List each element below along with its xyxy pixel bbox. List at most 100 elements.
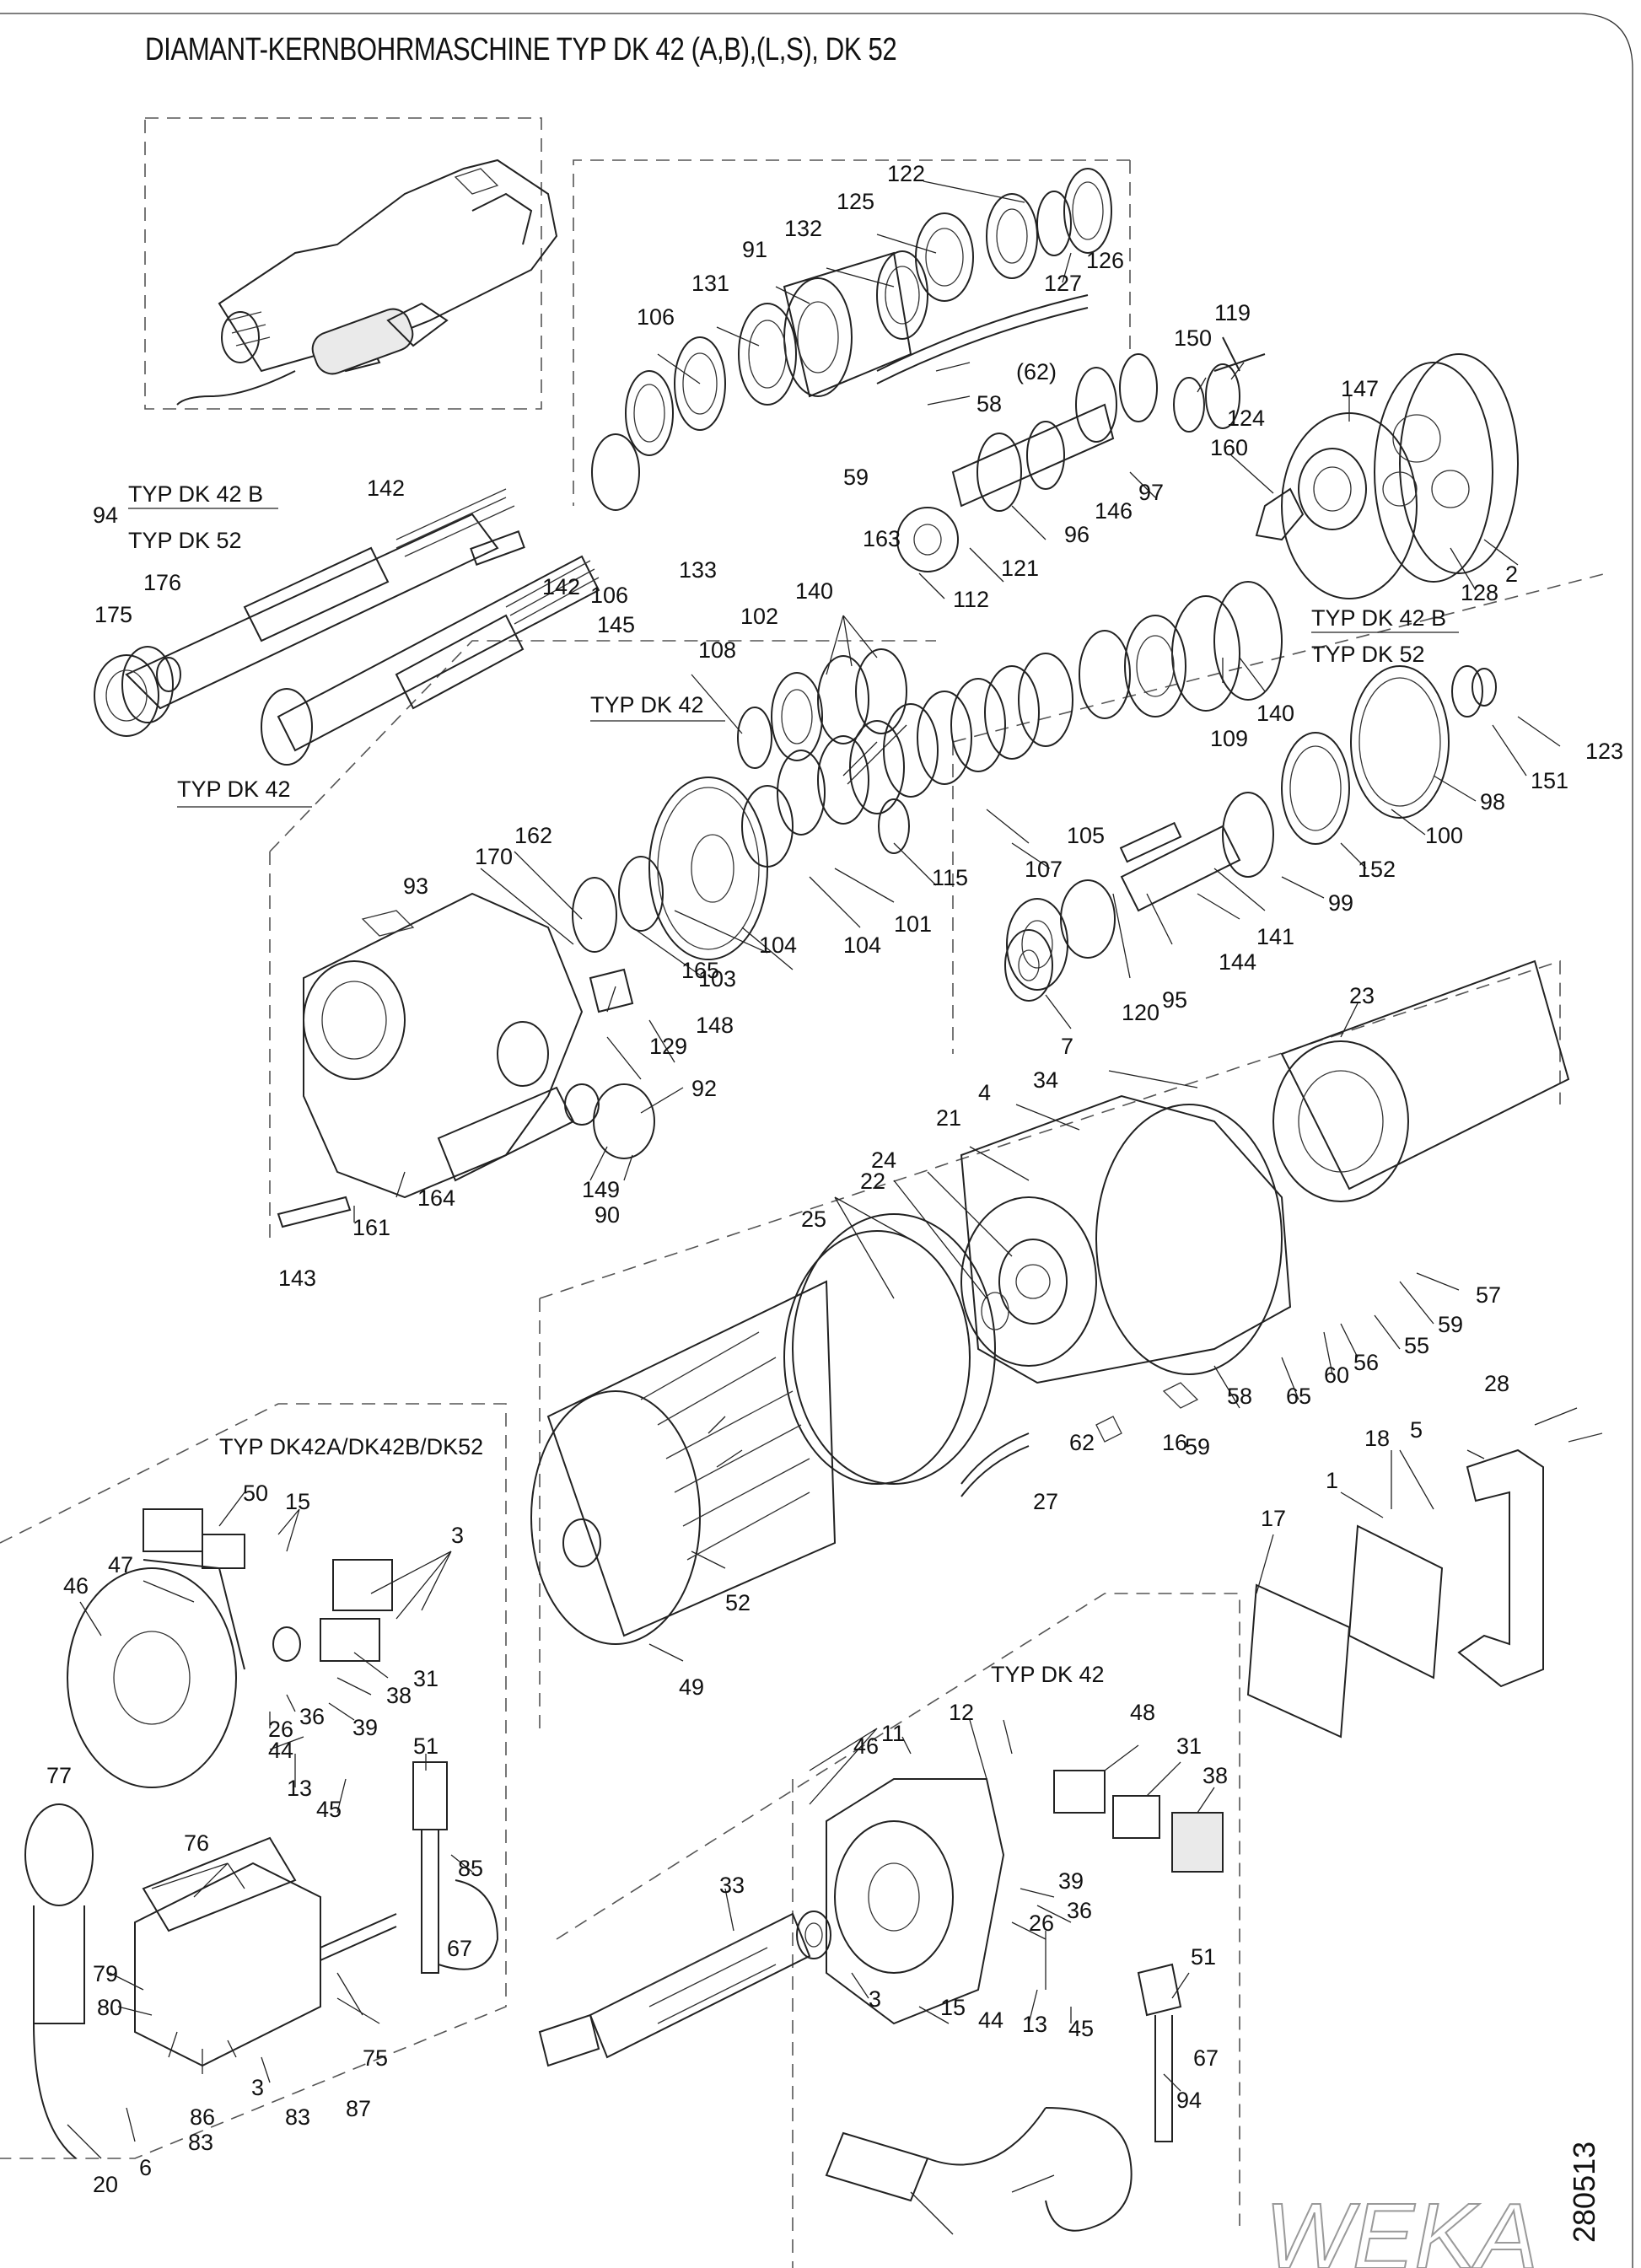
part-number-label: 101: [894, 911, 932, 937]
part-number-label: 38: [1203, 1763, 1228, 1788]
part-number-label: 51: [1191, 1944, 1216, 1970]
part-number-label: 128: [1461, 580, 1498, 605]
variant-label-dk42-bottom: TYP DK 42: [177, 777, 291, 802]
part-number-label: 38: [386, 1683, 412, 1708]
part-number-label: 115: [932, 865, 968, 890]
part-number-label: 79: [93, 1961, 118, 1986]
part-number-label: 105: [1067, 823, 1105, 848]
part-number-label: 106: [590, 583, 628, 608]
part-number-label: 56: [1353, 1350, 1379, 1375]
part-number-label: 119: [1214, 300, 1251, 325]
part-number-label: 106: [637, 304, 675, 330]
part-number-label: 22: [860, 1169, 885, 1194]
part-number-label: 97: [1138, 480, 1164, 505]
part-number-label: 165: [681, 958, 719, 983]
part-number-label: 75: [363, 2045, 388, 2071]
part-number-label: 123: [1585, 739, 1623, 764]
part-number-label: 23: [1349, 983, 1375, 1008]
part-number-label: (62): [1016, 359, 1057, 384]
part-number-label: 100: [1425, 823, 1463, 848]
part-number-label: 133: [679, 557, 717, 583]
part-number-label: 27: [1033, 1489, 1058, 1514]
part-number-label: 142: [367, 476, 405, 501]
part-number-label: 108: [698, 637, 736, 663]
part-number-label: 163: [863, 526, 901, 551]
drill-overview-illustration: [176, 159, 558, 406]
part-number-label: 140: [795, 578, 833, 604]
part-number-label: 94: [93, 503, 118, 528]
part-number-label: 83: [285, 2104, 310, 2130]
part-number-label: 149: [582, 1177, 620, 1202]
part-number-label: 93: [403, 873, 428, 899]
part-number-label: 59: [1438, 1312, 1463, 1337]
part-number-label: 52: [725, 1590, 751, 1615]
part-number-label: 92: [691, 1076, 717, 1101]
part-number-label: 15: [940, 1995, 966, 2020]
part-number-labels: 12212513291131106126127119150(62)5859147…: [46, 161, 1623, 2197]
part-number-label: 77: [46, 1763, 72, 1788]
part-number-label: 24: [871, 1147, 896, 1173]
part-number-label: 13: [1022, 2012, 1047, 2037]
part-number-label: 39: [1058, 1868, 1084, 1894]
part-number-label: 145: [597, 612, 635, 637]
part-number-label: 46: [63, 1573, 89, 1599]
part-number-label: 80: [97, 1995, 122, 2020]
part-number-label: 132: [784, 216, 822, 241]
part-number-label: 96: [1064, 522, 1090, 547]
group-frames: [0, 117, 1607, 2268]
part-number-label: 67: [1193, 2045, 1219, 2071]
part-number-label: 148: [696, 1013, 734, 1038]
part-number-label: 140: [1256, 701, 1294, 726]
part-number-label: 51: [413, 1733, 438, 1759]
part-number-label: 98: [1480, 789, 1505, 814]
part-number-label: 26: [1029, 1911, 1054, 1936]
part-number-label: 31: [1176, 1733, 1202, 1759]
part-number-label: 175: [94, 602, 132, 627]
part-number-label: 146: [1095, 498, 1133, 524]
weka-watermark: WEKA: [1265, 2185, 1538, 2268]
part-number-label: 2: [1505, 562, 1518, 587]
gear-101: [572, 777, 794, 960]
brand-watermark: WEKA: [1264, 2184, 1539, 2268]
part-number-label: 120: [1122, 1000, 1159, 1025]
part-number-label: 144: [1219, 949, 1256, 975]
part-number-label: 129: [649, 1034, 687, 1059]
variant-label-dk42b-top: TYP DK 42 B: [128, 481, 263, 507]
part-number-label: 15: [285, 1489, 310, 1514]
switch-box-left: [24, 1508, 499, 2159]
variant-label-alt-endbell: TYP DK 42: [991, 1662, 1105, 1687]
part-number-label: 16: [1162, 1430, 1187, 1455]
part-number-label: 21: [936, 1105, 961, 1131]
part-number-label: 85: [458, 1856, 483, 1881]
part-number-label: 45: [316, 1797, 342, 1822]
gear-train-upper: [591, 168, 1266, 572]
part-number-label: 99: [1328, 890, 1353, 916]
part-number-label: 36: [1067, 1898, 1092, 1923]
part-number-label: 45: [1068, 2016, 1094, 2041]
part-number-label: 107: [1025, 857, 1063, 882]
part-number-label: 7: [1061, 1034, 1073, 1059]
part-number-label: 48: [1130, 1700, 1155, 1725]
part-number-label: 150: [1174, 325, 1212, 351]
sheet-border: [0, 13, 1633, 2268]
part-number-label: 28: [1484, 1371, 1509, 1396]
part-number-label: 109: [1210, 726, 1248, 751]
part-number-label: 44: [268, 1738, 293, 1763]
part-number-label: 176: [143, 570, 181, 595]
part-number-label: 170: [475, 844, 513, 869]
part-number-label: 142: [542, 574, 580, 599]
part-number-label: 125: [837, 189, 874, 214]
part-number-label: 152: [1358, 857, 1396, 882]
part-number-label: 18: [1364, 1426, 1390, 1451]
part-number-label: 4: [978, 1080, 991, 1105]
variant-label-dk42b-right: TYP DK 42 B: [1311, 605, 1446, 631]
clutch-pack: [737, 581, 1283, 854]
diagram-title: DIAMANT-KERNBOHRMASCHINE TYP DK 42 (A,B)…: [145, 32, 897, 67]
motor-assembly: [530, 929, 1570, 1645]
part-number-label: 46: [853, 1733, 879, 1759]
part-number-label: 147: [1341, 376, 1379, 401]
part-number-label: 34: [1033, 1067, 1058, 1093]
part-number-label: 121: [1001, 556, 1039, 581]
